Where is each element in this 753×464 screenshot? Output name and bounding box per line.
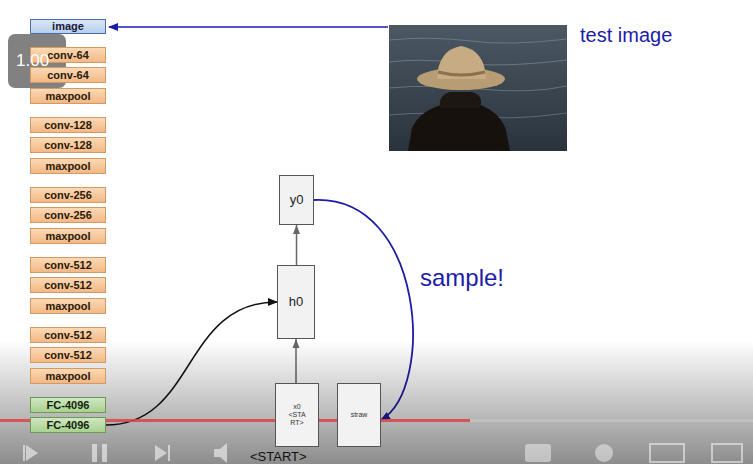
node-text: conv-64 xyxy=(47,69,89,82)
node-text: maxpool xyxy=(45,160,90,173)
node-text: x0 <STA RT> xyxy=(286,403,308,427)
flow-arrow xyxy=(296,225,298,265)
node-text: conv-128 xyxy=(44,139,92,152)
conv-layer-box: conv-256 xyxy=(30,207,106,223)
conv-layer-box: maxpool xyxy=(30,88,106,104)
speed-badge: 1.00 xyxy=(16,51,49,71)
node-text: image xyxy=(52,20,84,33)
node-text: conv-256 xyxy=(44,209,92,222)
node-text: conv-256 xyxy=(44,189,92,202)
test-photo xyxy=(389,25,567,151)
node-text: maxpool xyxy=(45,90,90,103)
edge-label: sample! xyxy=(420,264,504,292)
fc-layer-box: FC-4096 xyxy=(30,397,106,413)
node-text: maxpool xyxy=(45,230,90,243)
conv-layer-box: conv-512 xyxy=(30,257,106,273)
node-text: conv-128 xyxy=(44,119,92,132)
conv-layer-box: conv-128 xyxy=(30,117,106,133)
node-text: conv-512 xyxy=(44,259,92,272)
conv-layer-box: conv-256 xyxy=(30,187,106,203)
conv-layer-box: conv-512 xyxy=(30,277,106,293)
node-text: conv-512 xyxy=(44,329,92,342)
conv-layer-box: maxpool xyxy=(30,298,106,314)
node-text: conv-512 xyxy=(44,349,92,362)
fc-layer-box: FC-4096 xyxy=(30,417,106,433)
node-text: straw xyxy=(351,411,368,419)
node-text: FC-4096 xyxy=(47,419,90,432)
flow-arrow xyxy=(295,339,297,383)
node-text: conv-64 xyxy=(47,49,89,62)
conv-layer-box: conv-128 xyxy=(30,137,106,153)
node-text: maxpool xyxy=(45,370,90,383)
conv-layer-box: maxpool xyxy=(30,368,106,384)
hidden-state-box: h0 xyxy=(277,265,315,339)
output-box: y0 xyxy=(279,175,314,225)
feature-connector xyxy=(106,302,277,425)
node-text: conv-512 xyxy=(44,279,92,292)
conv-layer-box: conv-512 xyxy=(30,347,106,363)
conv-layer-box: maxpool xyxy=(30,158,106,174)
conv-layer-box: maxpool xyxy=(30,228,106,244)
caption-text: test image xyxy=(580,24,672,47)
conv-layer-box: conv-512 xyxy=(30,327,106,343)
input-token-box: straw xyxy=(337,383,381,447)
node-text: y0 xyxy=(290,193,304,208)
input-box: image xyxy=(30,19,106,34)
node-text: FC-4096 xyxy=(47,399,90,412)
leader-arrow xyxy=(109,26,388,28)
node-text: maxpool xyxy=(45,300,90,313)
node-text: h0 xyxy=(289,295,303,310)
input-token-box: x0 <STA RT> xyxy=(275,383,319,447)
token-label: <START> xyxy=(250,449,307,464)
